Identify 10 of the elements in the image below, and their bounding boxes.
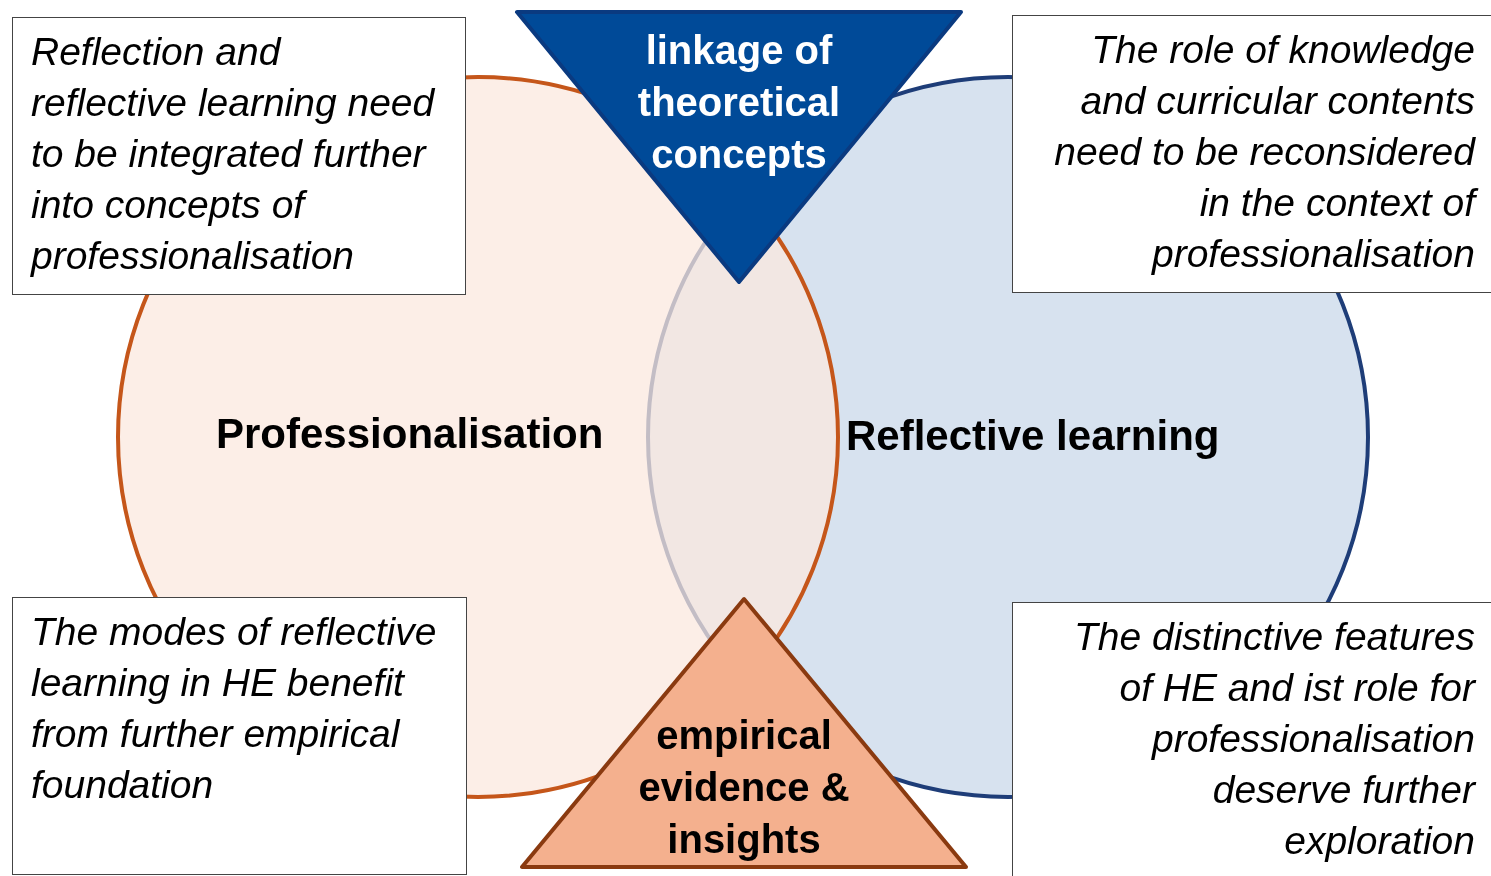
triangle-label: linkage of theoretical concepts: [636, 27, 842, 178]
callout-text: The modes of reflective learning in HE benefit from further empirical foundation: [31, 609, 438, 808]
callout-text: The distinctive features of HE and ist role for professionalisation deserve further exploration: [1072, 614, 1475, 864]
text-box: [12, 17, 466, 295]
text-box: [1012, 602, 1491, 876]
text-box: [12, 597, 467, 875]
circle-label: Reflective learning: [846, 412, 1220, 460]
callout-text: Reflection and reflective learning need to be integrated further into concepts of professionalisation: [31, 29, 436, 279]
circle-label: Professionalisation: [216, 410, 604, 458]
triangle-label: empirical evidence & insights: [637, 712, 851, 863]
